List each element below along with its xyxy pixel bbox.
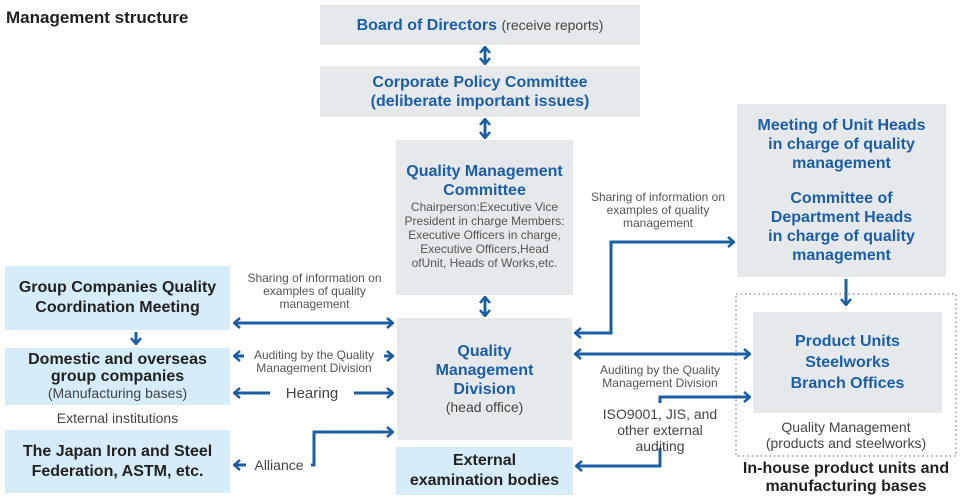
quality-management-committee-box: Quality Management Committee Chairperson…	[396, 140, 573, 295]
external-exam-line1: External	[452, 452, 517, 469]
dept-heads-line4: management	[792, 247, 891, 264]
board-of-directors-box: Board of Directors (receive reports)	[320, 5, 640, 45]
unit-heads-committee-box: Meeting of Unit Heads in charge of quali…	[737, 104, 946, 277]
board-name: Board of Directors	[356, 16, 498, 34]
group-meeting-line2: Coordination Meeting	[35, 299, 200, 316]
qmd-name-1: Quality	[457, 343, 512, 360]
inhouse-line2: manufacturing bases	[765, 478, 927, 495]
domestic-overseas-companies-box: Domestic and overseas group companies (M…	[5, 348, 230, 405]
domestic-note: (Manufacturing bases)	[47, 385, 188, 401]
inhouse-dotted-frame	[735, 293, 957, 457]
dept-heads-line1: Committee of	[790, 190, 893, 207]
label-iso: ISO9001, JIS, and other external auditin…	[602, 406, 718, 454]
qmc-name-2: Committee	[443, 182, 526, 199]
unit-heads-line3: management	[792, 155, 891, 172]
dept-heads-line3: in charge of quality	[768, 228, 915, 245]
corporate-policy-committee-box: Corporate Policy Committee (deliberate i…	[320, 66, 640, 117]
jisf-line1: The Japan Iron and Steel	[22, 442, 213, 460]
arrow-sharing-right	[575, 242, 734, 333]
product-line3: Branch Offices	[790, 375, 905, 392]
group-coordination-meeting-box: Group Companies Quality Coordination Mee…	[5, 266, 230, 330]
corporate-note: (deliberate important issues)	[370, 92, 590, 110]
diagram-title: Management structure	[6, 8, 189, 27]
unit-heads-line1: Meeting of Unit Heads	[757, 117, 926, 134]
jisf-line2: Federation, ASTM, etc.	[31, 462, 204, 480]
qmd-name-2: Management	[435, 362, 534, 379]
quality-management-division-box: Quality Management Division (head office…	[397, 318, 572, 440]
board-note: (receive reports)	[501, 16, 604, 33]
label-alliance: Alliance	[254, 457, 304, 473]
qmd-name-3: Division	[453, 381, 516, 398]
label-hearing: Hearing	[285, 385, 339, 402]
arrow-iso-product	[658, 397, 750, 403]
qm-note-line2: (products and steelworks)	[765, 435, 927, 451]
label-sharing-left: Sharing of information on examples of qu…	[247, 271, 382, 311]
external-institutions-label: External institutions	[56, 410, 179, 426]
label-auditing-left: Auditing by the Quality Management Divis…	[253, 348, 375, 375]
group-meeting-line1: Group Companies Quality	[18, 279, 217, 296]
label-sharing-right: Sharing of information on examples of qu…	[590, 190, 726, 230]
qmc-details: Chairperson:Executive Vice President in …	[404, 200, 565, 270]
domestic-line1: Domestic and overseas	[28, 351, 207, 368]
inhouse-line1: In-house product units and	[742, 460, 950, 477]
jisf-astm-box: The Japan Iron and Steel Federation, AST…	[5, 430, 230, 493]
arrow-alliance-r	[311, 432, 393, 467]
product-units-box: Product Units Steelworks Branch Offices	[753, 312, 942, 413]
qm-note-line1: Quality Management	[781, 419, 911, 435]
external-examination-bodies-box: External examination bodies	[396, 447, 573, 495]
arrow-iso-external	[576, 448, 662, 466]
label-auditing-right: Auditing by the Quality Management Divis…	[599, 363, 721, 390]
external-exam-line2: examination bodies	[409, 472, 560, 489]
inhouse-label: In-house product units and manufacturing…	[730, 460, 960, 496]
domestic-line2: group companies	[50, 368, 185, 385]
dept-heads-line2: Department Heads	[770, 209, 913, 226]
corporate-name: Corporate Policy Committee	[372, 73, 588, 91]
unit-heads-line2: in charge of quality	[768, 136, 915, 153]
product-line1: Product Units	[795, 333, 900, 350]
qm-note: Quality Management (products and steelwo…	[736, 419, 956, 451]
product-line2: Steelworks	[805, 354, 890, 371]
qmc-name-1: Quality Management	[406, 163, 563, 180]
qmd-note: (head office)	[445, 399, 524, 415]
